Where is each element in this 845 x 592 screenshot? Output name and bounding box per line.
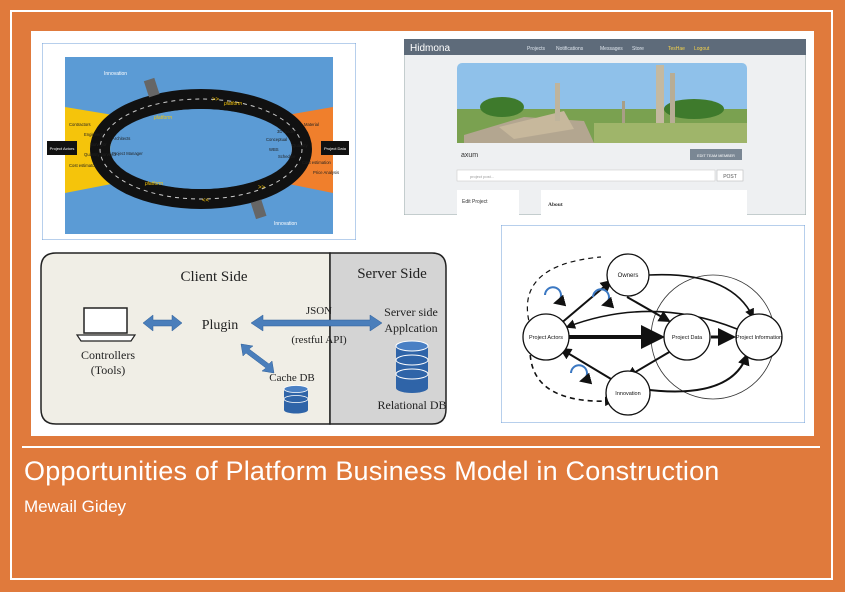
laptop-icon	[75, 307, 137, 342]
right-item-0: Material	[304, 122, 319, 127]
add-member-button[interactable]	[690, 149, 742, 160]
left-item-6: Cost estimator	[69, 163, 97, 168]
svg-text:POST: POST	[723, 174, 737, 180]
right-item-1: 3D model	[277, 129, 295, 134]
platform-label-top: platform	[223, 101, 242, 107]
svg-text:Project Information: Project Information	[736, 335, 782, 341]
project-actors-label: Project Actors	[50, 146, 75, 151]
right-item-2: Conceptual	[266, 137, 287, 142]
project-actors-box	[47, 141, 77, 155]
cycle-icon-3	[570, 364, 593, 385]
platform-label-bottom: platform	[144, 181, 163, 187]
post-button[interactable]	[716, 169, 744, 182]
right-item-4: Quantity	[292, 143, 309, 148]
left-item-0: Contractors	[69, 122, 91, 127]
node-project-information	[735, 313, 783, 361]
node-project-data	[663, 313, 711, 361]
left-item-1: Engineers	[84, 132, 103, 137]
node-owners	[606, 253, 650, 297]
client-side-title: Client Side	[180, 269, 247, 285]
footer-divider	[22, 446, 820, 448]
left-item-2: Architects	[112, 136, 130, 141]
restful-label: (restful API)	[291, 334, 347, 346]
innovation-top: Innovation	[104, 71, 127, 77]
svg-text:Project Data: Project Data	[672, 335, 703, 341]
cache-db-icon	[283, 385, 309, 414]
platform-label-inner: platform	[153, 115, 172, 121]
author-name: Mewail Gidey	[24, 497, 127, 516]
server-app-label-2: Applcation	[384, 321, 437, 335]
nav-notifications[interactable]: Notifications	[556, 46, 584, 52]
relational-db-icon	[395, 340, 429, 393]
ladder-bottom	[250, 199, 267, 220]
tools-label: (Tools)	[91, 363, 126, 377]
svg-text:>>: >>	[258, 185, 266, 191]
ladder-top	[143, 77, 160, 98]
left-item-4: Quantity surveyor	[84, 152, 117, 157]
svg-text:>>: >>	[212, 97, 220, 103]
right-item-3: WBS	[269, 147, 279, 152]
cycle-icon-2	[592, 288, 615, 309]
web-navbar	[404, 39, 806, 55]
left-item-5: Project Manager	[112, 151, 143, 156]
right-item-7: Price Analysis	[313, 170, 339, 175]
nav-logout[interactable]: Logout	[694, 46, 710, 52]
web-logo: Hidmona	[410, 43, 450, 54]
cycle-icon-1	[544, 286, 567, 307]
controllers-label: Controllers	[81, 348, 135, 362]
svg-text:<<: <<	[202, 198, 210, 204]
nav-projects[interactable]: Projects	[527, 46, 546, 52]
svg-text:Innovation: Innovation	[615, 391, 640, 397]
node-project-actors	[522, 313, 570, 361]
nav-user[interactable]: TesHae	[668, 46, 685, 52]
page-title: Opportunities of Platform Business Model…	[24, 456, 720, 486]
plugin-label: Plugin	[202, 318, 239, 333]
svg-text:Owners: Owners	[618, 273, 639, 279]
post-input[interactable]	[456, 169, 716, 182]
arrow-plugin-server	[250, 314, 383, 332]
right-item-6: Cost estimation	[302, 160, 332, 165]
nav-store[interactable]: Store	[632, 46, 644, 52]
client-side-box	[40, 252, 331, 425]
edit-project-link[interactable]: Edit Project	[462, 199, 488, 205]
json-label: JSON	[306, 305, 332, 317]
cache-db-label: Cache DB	[269, 372, 315, 384]
svg-text:project post...: project post...	[470, 174, 494, 179]
nav-messages[interactable]: Messages	[600, 46, 623, 52]
network-diagram: Owners Project Actors Project Data Proje…	[500, 224, 806, 424]
arrow-plugin-cache	[240, 343, 275, 374]
platform-ring-diagram: Innovation Innovation platform platform …	[41, 42, 357, 241]
node-innovation	[605, 370, 651, 416]
innovation-bottom: Innovation	[274, 221, 297, 227]
right-item-5: Schedule	[278, 154, 296, 159]
arrow-controllers-plugin	[142, 314, 183, 332]
banner-photo	[457, 63, 747, 143]
relational-db-label: Relational DB	[378, 398, 447, 412]
project-data-label: Project Data	[324, 146, 347, 151]
server-app-label-1: Server side	[384, 305, 438, 319]
web-app-screenshot: Hidmona Projects Notifications Messages …	[403, 38, 807, 216]
project-data-box	[321, 141, 349, 155]
svg-text:EDIT TEAM MEMBER: EDIT TEAM MEMBER	[697, 154, 735, 158]
project-name: axum	[461, 152, 478, 159]
server-side-title: Server Side	[357, 266, 427, 282]
client-server-diagram: Client Side Server Side Controllers (Too…	[40, 252, 448, 425]
left-item-3: Surveyor	[90, 142, 107, 147]
svg-text:Project Actors: Project Actors	[529, 335, 563, 341]
outer-frame	[10, 10, 833, 580]
about-heading: About	[548, 202, 563, 208]
